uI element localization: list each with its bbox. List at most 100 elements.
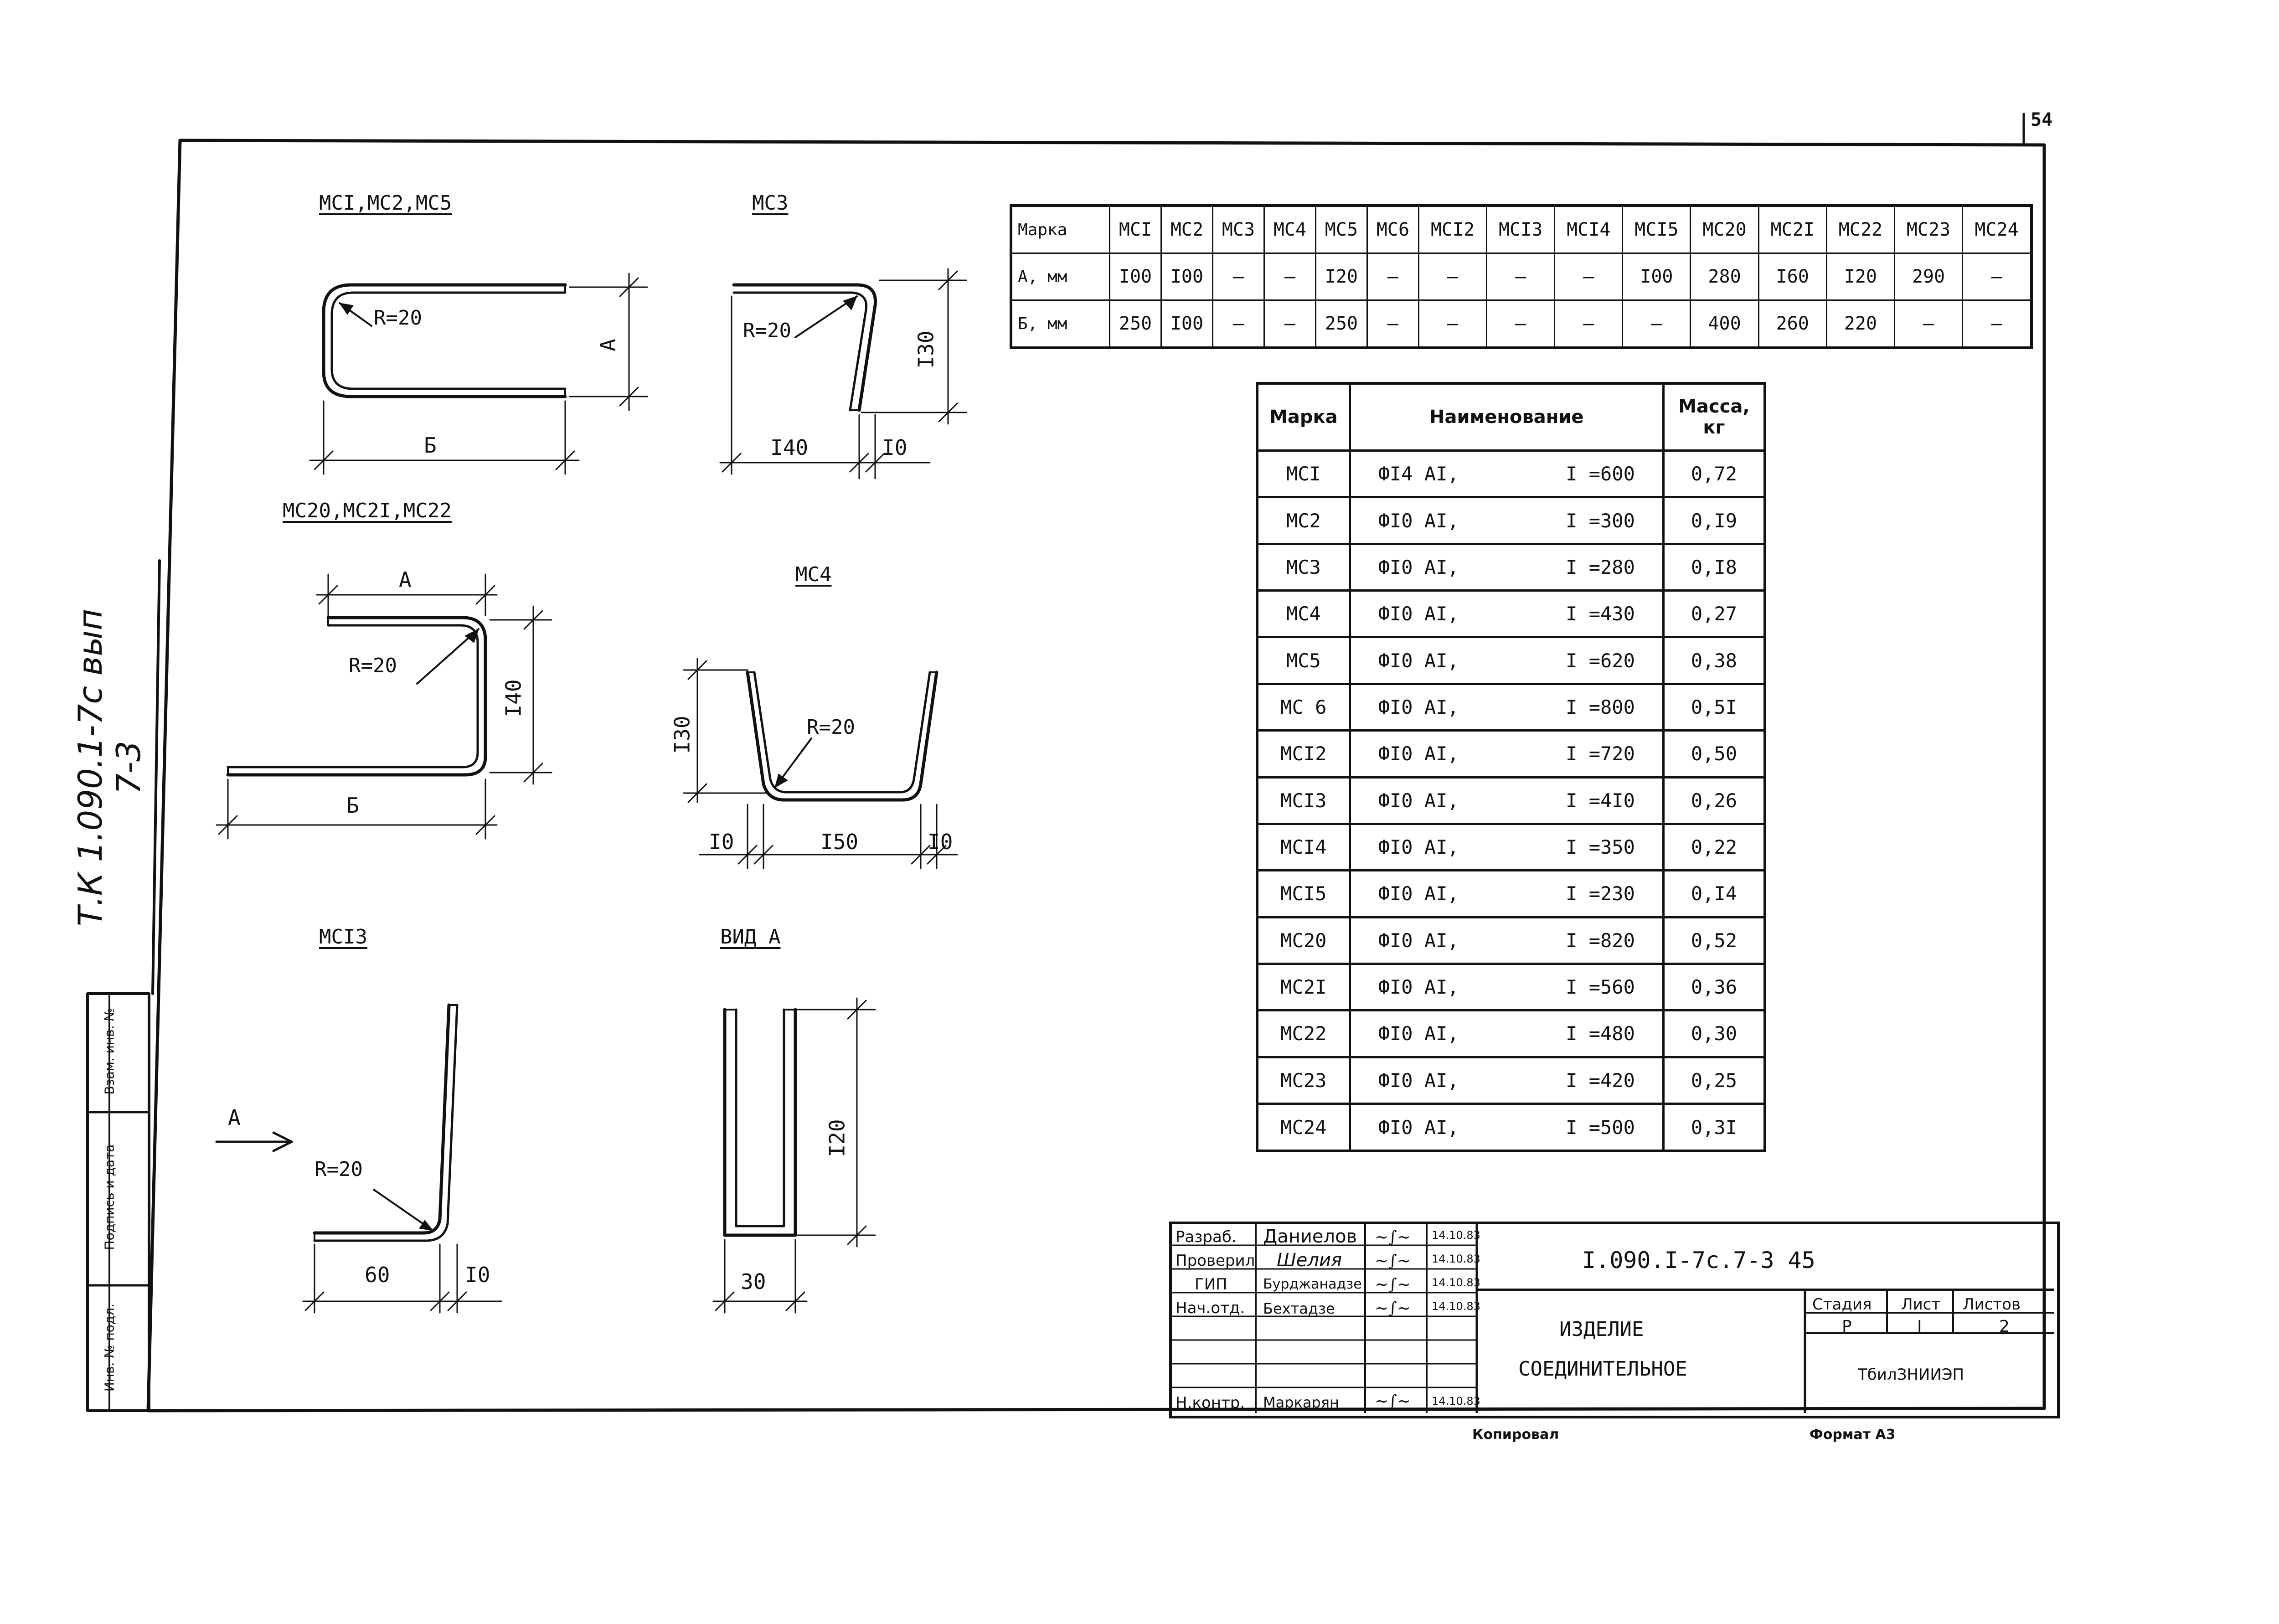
spec-name-cell: ФI4 АI, I =600: [1348, 449, 1665, 499]
spec-name-content: ФI0 АI,I =800: [1351, 696, 1662, 718]
spec-diameter: ФI4 АI,: [1378, 463, 1459, 485]
table-cell: –: [1622, 299, 1691, 349]
table-cell: I00: [1160, 299, 1213, 349]
table-header-cell: МСI5: [1622, 205, 1691, 254]
spec-header-name: Наименование: [1348, 382, 1665, 452]
table-cell: I60: [1758, 253, 1827, 301]
spec-mark-cell: МС5: [1256, 636, 1351, 685]
spec-name-content: ФI0 АI,I =500: [1351, 1116, 1662, 1139]
spec-length: I =4I0: [1566, 789, 1635, 812]
spec-mass-cell: 0,I8: [1662, 542, 1766, 592]
table-cell: I00: [1622, 253, 1691, 301]
spec-length: I =620: [1566, 649, 1635, 672]
spec-mark-cell: МСI2: [1256, 729, 1351, 778]
spec-length: I =350: [1566, 836, 1635, 859]
table-cell: –: [1554, 253, 1624, 301]
sheet-label: Лист: [1901, 1295, 1941, 1314]
spec-name-cell: ФI0 АI,I =800: [1348, 682, 1665, 732]
table-cell: –: [1486, 299, 1556, 349]
table-cell: –: [1554, 299, 1624, 349]
spec-diameter: ФI0 АI,: [1378, 1116, 1459, 1139]
spec-name-content: ФI0 АI, I =820: [1351, 929, 1662, 952]
spec-name-content: ФI4 АI, I =600: [1351, 463, 1662, 485]
spec-mass-cell: 0,26: [1662, 776, 1766, 825]
signature-checker: ~∫~: [1375, 1252, 1411, 1270]
radius-label-mc3: R=20: [743, 319, 791, 342]
table-header-cell: МСI: [1109, 205, 1162, 254]
arrow-label-a: А: [228, 1105, 241, 1130]
table-header-cell: МС3: [1212, 205, 1265, 254]
view-title-view-a: ВИД А: [720, 925, 781, 949]
side-label-signature: Подпись и дата: [102, 1144, 117, 1250]
spec-mark-cell: МС24: [1256, 1103, 1351, 1152]
spec-diameter: ФI0 АI,: [1378, 1069, 1459, 1092]
table-header-cell: МСI4: [1554, 205, 1624, 254]
spec-name-cell: ФI0 АI,I =230: [1348, 869, 1665, 918]
side-stamp: Т.К 1.090.1-7с вып 7-3: [71, 608, 148, 927]
table-header-cell: Марка: [1010, 205, 1110, 254]
dim-b-mc1: Б: [424, 433, 437, 458]
date-checker: 14.10.83: [1432, 1253, 1480, 1265]
spec-diameter: ФI0 АI,: [1378, 929, 1459, 952]
table-header-cell: МС23: [1893, 205, 1964, 254]
spec-name-content: ФI0 АI,I =4I0: [1351, 789, 1662, 812]
signature-norm-control: ~∫~: [1375, 1392, 1411, 1411]
table-header-cell: МС22: [1825, 205, 1895, 254]
footer-format: Формат А3: [1810, 1427, 1896, 1443]
table-cell: 220: [1825, 299, 1895, 349]
spec-name-content: ФI0 АI,I =350: [1351, 836, 1662, 858]
spec-mark-cell: МС20: [1256, 916, 1351, 965]
spec-mass-cell: 0,I4: [1662, 869, 1766, 918]
spec-diameter: ФI0 АI,: [1378, 556, 1459, 578]
table-cell: –: [1263, 253, 1316, 301]
table-cell: –: [1418, 253, 1488, 301]
document-code: I.090.I-7с.7-3 45: [1582, 1247, 1815, 1273]
table-header-cell: МС5: [1315, 205, 1368, 254]
table-cell: –: [1418, 299, 1488, 349]
spec-mark-cell: МСI3: [1256, 776, 1351, 825]
dim-a-mc20: А: [399, 567, 412, 592]
page-number: 54: [2031, 109, 2053, 130]
dim-h-mc3: I30: [913, 330, 938, 369]
spec-length: I =820: [1566, 929, 1635, 952]
table-header-cell: МС24: [1962, 205, 2032, 254]
spec-mark-cell: МСI: [1256, 449, 1351, 499]
dim-s-mc13: I0: [465, 1263, 490, 1287]
spec-mass-cell: 0,50: [1662, 729, 1766, 778]
spec-length: I =230: [1566, 882, 1635, 905]
dim-h-view-a: I20: [825, 1119, 850, 1157]
name-chief-engineer: Бурджанадзе: [1263, 1276, 1362, 1292]
view-title-mc1-mc2-mc5: МСI,МС2,МС5: [319, 191, 452, 215]
spec-name-cell: ФI0 АI,I =620: [1348, 636, 1665, 685]
spec-length: I =560: [1566, 976, 1635, 999]
table-header-cell: МС4: [1263, 205, 1316, 254]
spec-length: I =720: [1566, 742, 1635, 765]
spec-diameter: ФI0 АI,: [1378, 1022, 1459, 1045]
table-cell: 280: [1690, 253, 1759, 301]
title-block-lines: [1169, 1222, 2054, 1413]
spec-name-content: ФI0 АI,I =720: [1351, 742, 1662, 765]
spec-length: I =430: [1566, 603, 1635, 625]
spec-length: I =600: [1566, 463, 1635, 485]
spec-name-content: ФI0 АI,I =430: [1351, 603, 1662, 625]
view-title-mc20-mc21-mc22: МС20,МС2I,МС22: [283, 499, 452, 522]
spec-name-cell: ФI0 АI,I =350: [1348, 822, 1665, 872]
table-cell: –: [1486, 253, 1556, 301]
dimensions-table: Марка МСI МС2 МС3 МС4 МС5 МС6 МСI2 МСI3 …: [1010, 204, 2033, 349]
date-dept-head: 14.10.83: [1432, 1300, 1480, 1313]
spec-name-cell: ФI0 АI,I =480: [1348, 1009, 1665, 1058]
name-dept-head: Бехтадзе: [1263, 1300, 1335, 1317]
table-cell: –: [1212, 253, 1265, 301]
dim-l-mc4: I0: [709, 830, 734, 854]
table-cell: А, мм: [1010, 253, 1110, 301]
